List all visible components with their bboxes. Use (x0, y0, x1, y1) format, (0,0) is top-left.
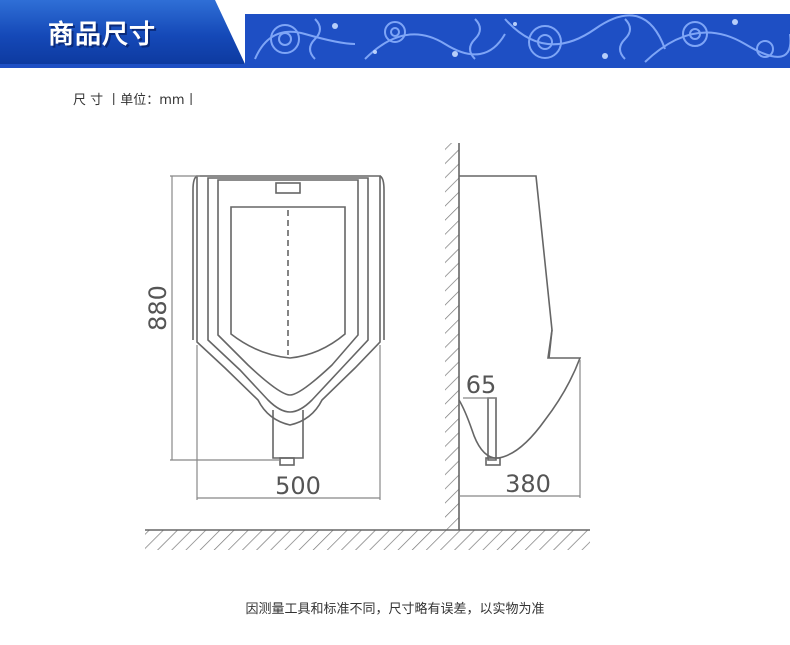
disclaimer-note: 因测量工具和标准不同，尺寸略有误差，以实物为准 (245, 602, 545, 617)
section-title: 商品尺寸 (48, 20, 157, 50)
width-dimension (196, 345, 381, 500)
floor-section (145, 529, 590, 550)
unit-label: 尺 寸 丨单位：mm丨 (73, 93, 198, 108)
height-dimension (170, 175, 280, 461)
height-dimension-label: 880 (144, 285, 172, 331)
wall-section (445, 143, 460, 530)
front-right-edge (379, 175, 385, 340)
front-view (192, 175, 385, 466)
front-inner-contour (207, 177, 369, 413)
header-floral-pattern (245, 14, 790, 64)
front-outer-outline (196, 175, 381, 426)
outlet-offset-label: 65 (466, 371, 497, 399)
side-outlet-cap (485, 457, 501, 466)
width-dimension-label: 500 (275, 472, 321, 500)
section-header: 商品尺寸 (0, 0, 790, 72)
side-profile-outline (458, 175, 582, 459)
header-title-bar: 商品尺寸 (0, 0, 245, 64)
depth-dimension (459, 360, 581, 498)
header-underline (0, 64, 790, 68)
front-bowl-rim (217, 179, 359, 396)
front-outlet (279, 457, 295, 466)
side-front-lip (548, 329, 553, 359)
front-water-inlet (275, 182, 301, 194)
floral-pattern-graphic (254, 14, 790, 63)
front-bowl-inner (230, 206, 346, 359)
depth-dimension-label: 380 (505, 470, 551, 498)
side-outlet (487, 397, 497, 461)
side-view (458, 175, 582, 466)
front-outlet-neck (272, 410, 304, 459)
